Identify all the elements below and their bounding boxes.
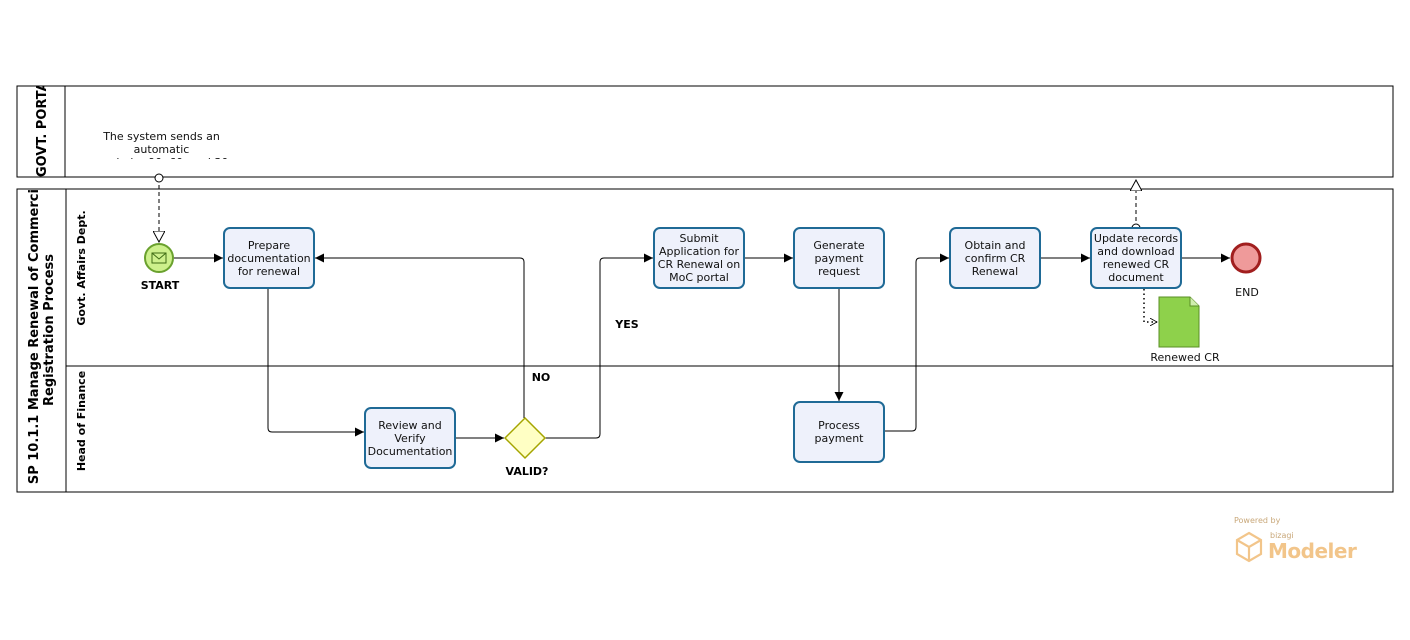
task-review-verify-documentation-label: Review and Verify Documentation [367, 418, 453, 458]
flow-gateway-yes [545, 253, 653, 439]
reminder-annotation-text: The system sends an automatic reminder 9… [95, 130, 229, 159]
task-generate-payment-request-label: Generate payment request [813, 238, 865, 278]
renewed-cr-document-icon[interactable] [1158, 296, 1200, 348]
end-event-label: END [1235, 286, 1259, 299]
task-update-records[interactable]: Update records and download renewed CR d… [1090, 227, 1182, 289]
flow-label-yes: YES [614, 318, 638, 331]
task-prepare-documentation-label: Prepare documentation for renewal [227, 238, 311, 278]
reminder-annotation: The system sends an automatic reminder 9… [83, 117, 240, 159]
vendor-text: bizagi [1270, 531, 1294, 540]
end-event[interactable] [1230, 242, 1262, 274]
task-process-payment-label: Process payment [814, 419, 864, 445]
govt-portal-pool: GOVT. PORTAL [16, 73, 1394, 178]
start-event[interactable] [144, 243, 174, 273]
start-event-label: START [141, 279, 180, 292]
powered-by-text: Powered by [1234, 516, 1281, 525]
association-update-to-renewed-cr [1143, 289, 1157, 322]
cube-logo-icon [1235, 531, 1263, 563]
message-flow-reminder [155, 173, 163, 242]
task-obtain-confirm-renewal-label: Obtain and confirm CR Renewal [964, 238, 1026, 278]
govt-portal-pool-label: GOVT. PORTAL [35, 73, 50, 177]
process-pool-title: SP 10.1.1 Manage Renewal of Commercial [27, 176, 42, 484]
flow-gateway-no [315, 253, 525, 418]
task-process-payment[interactable]: Process payment [793, 401, 885, 463]
flow-prepare-to-review [267, 288, 364, 437]
product-text: Modeler [1268, 539, 1357, 563]
flow-payment-to-obtain [885, 253, 949, 432]
process-pool-subtitle: Registration Process [42, 254, 57, 406]
task-obtain-confirm-renewal[interactable]: Obtain and confirm CR Renewal [949, 227, 1041, 289]
task-generate-payment-request[interactable]: Generate payment request [793, 227, 885, 289]
task-update-records-label: Update records and download renewed CR d… [1093, 232, 1179, 284]
task-submit-application[interactable]: Submit Application for CR Renewal on MoC… [653, 227, 745, 289]
task-prepare-documentation[interactable]: Prepare documentation for renewal [223, 227, 315, 289]
flow-label-no: NO [532, 371, 551, 384]
task-submit-application-label: Submit Application for CR Renewal on MoC… [657, 232, 741, 284]
lane-govt-affairs-label: Govt. Affairs Dept. [75, 210, 88, 325]
valid-gateway[interactable] [503, 416, 547, 460]
renewed-cr-label: Renewed CR [1150, 351, 1220, 364]
gateway-label: VALID? [506, 465, 549, 478]
task-review-verify-documentation[interactable]: Review and Verify Documentation [364, 407, 456, 469]
lane-head-of-finance-label: Head of Finance [75, 371, 88, 471]
bizagi-modeler-logo: Powered by bizagi Modeler [1234, 515, 1364, 565]
envelope-icon [151, 252, 167, 264]
